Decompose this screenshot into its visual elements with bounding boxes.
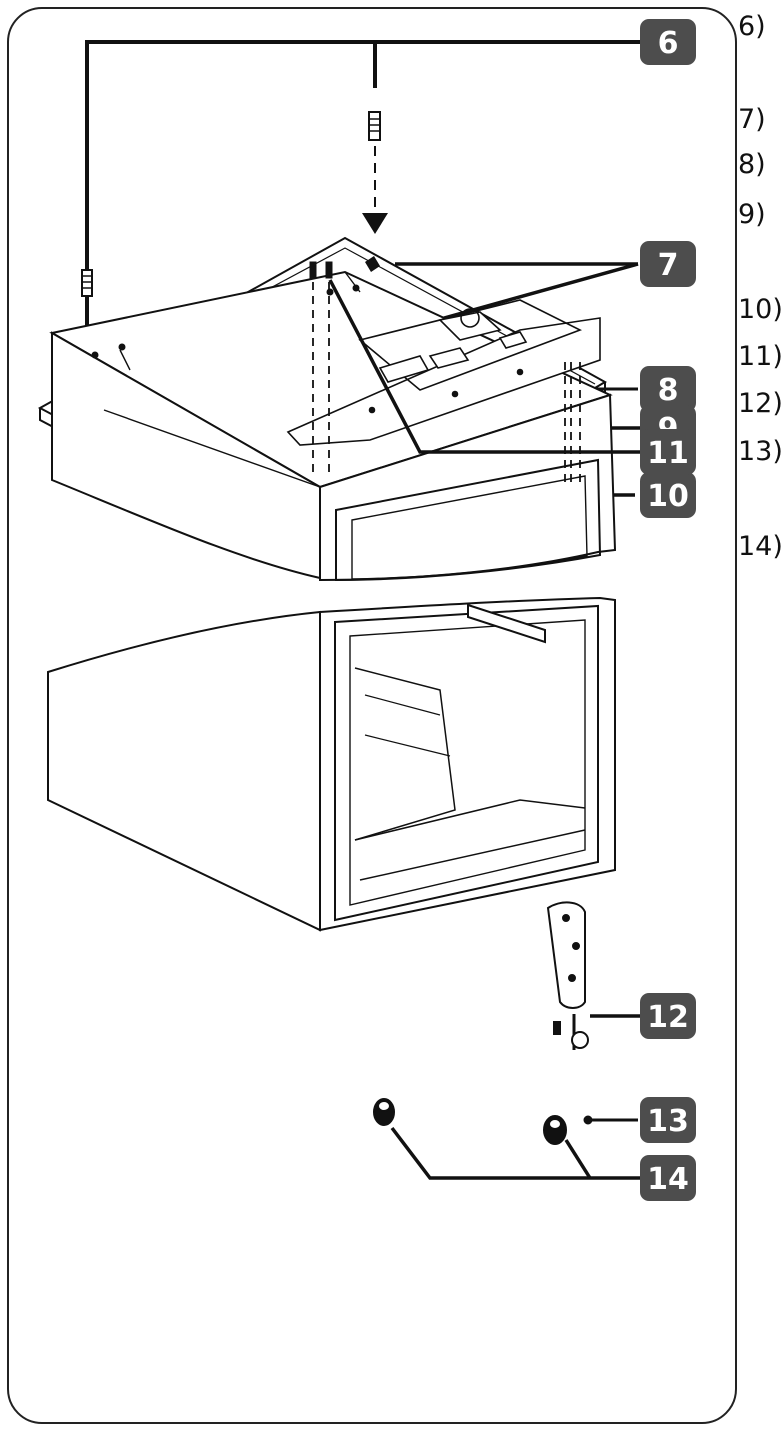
side-list-label: 12) [738, 388, 783, 419]
callout-badge-14: 14 [640, 1155, 696, 1201]
callout-badge-bg [640, 993, 696, 1039]
callout-badge-bg [640, 241, 696, 287]
callout-number: 10 [647, 479, 689, 514]
callout-number: 8 [658, 373, 679, 408]
hinge-dashed-guides [564, 362, 581, 482]
side-list-label: 7) [738, 104, 766, 135]
callout-badge-bg [640, 429, 696, 475]
side-list-label: 14) [738, 531, 783, 562]
side-list-label: 8) [738, 149, 766, 180]
callout-number: 12 [647, 1000, 689, 1035]
upper-cabinet [49, 270, 617, 582]
callout-badge-7: 7 [640, 241, 696, 287]
callout-badge-bg [640, 472, 696, 518]
part-12-bottom-hinge [546, 901, 642, 1050]
lower-cabinet [47, 596, 616, 932]
callout-number: 14 [647, 1162, 689, 1197]
callout-badges: 67891011121314 [640, 19, 696, 1201]
callout-badge-10: 10 [640, 472, 696, 518]
control-panel-plate [286, 299, 601, 446]
side-list-label: 6) [738, 11, 766, 42]
callout-badge-bg [640, 1155, 696, 1201]
part-11-panel-screws [309, 261, 640, 478]
side-list-label: 10) [738, 294, 783, 325]
callout-badge-8: 8 [640, 366, 696, 412]
callout-badge-12: 12 [640, 993, 696, 1039]
callout-badge-bg [640, 366, 696, 412]
callout-number: 13 [647, 1104, 689, 1139]
side-list-label: 11) [738, 341, 783, 372]
callout-number: 6 [658, 26, 679, 61]
callout-number: 7 [658, 248, 679, 283]
diagram-frame [7, 7, 737, 1424]
callout-badge-13: 13 [640, 1097, 696, 1143]
side-list-label: 9) [738, 199, 766, 230]
callout-badge-bg [640, 1097, 696, 1143]
callout-badge-bg [640, 19, 696, 65]
part-14-feet [373, 1098, 640, 1180]
side-list-labels: 6) 7) 8) 9) 10) 11) 12) 13) 14) [738, 11, 783, 562]
callout-badge-6: 6 [640, 19, 696, 65]
part-13-screw [583, 1115, 638, 1125]
callout-badge-11: 11 [640, 429, 696, 475]
callout-number: 11 [647, 436, 689, 471]
side-list-label: 13) [738, 436, 783, 467]
